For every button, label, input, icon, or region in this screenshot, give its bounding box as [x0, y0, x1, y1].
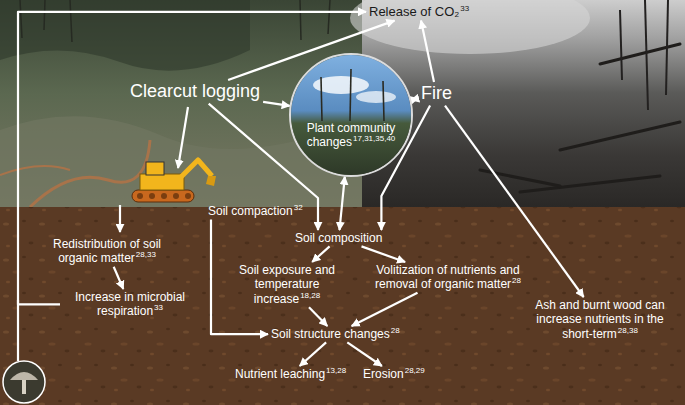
- soil-band: [0, 207, 685, 405]
- node-text: Nutrient leaching: [235, 367, 325, 381]
- citation-number: 13,28: [326, 366, 346, 375]
- burnt-forest-photo: [480, 44, 680, 192]
- excavator-icon: [132, 190, 194, 202]
- leader-arrow: [18, 107, 188, 361]
- leader-arrow: [178, 107, 188, 168]
- excavator-icon: [161, 193, 167, 199]
- node-text: Volitization of nutrients and removal of…: [375, 263, 520, 291]
- mushroom-photo: [3, 361, 45, 403]
- citation-number: 32: [294, 203, 303, 212]
- citation-number: 17,31,35,40: [353, 134, 395, 143]
- burnt-forest-photo: [620, 10, 622, 80]
- burnt-forest-photo: [480, 170, 560, 186]
- output-label: Release of CO₂33: [366, 3, 472, 21]
- clearcut-photo: [0, 166, 70, 175]
- burnt-forest-photo: [620, 0, 668, 110]
- excavator-icon: [137, 193, 143, 199]
- plant-photo: [356, 91, 396, 103]
- connector-arrow: [352, 293, 418, 326]
- node-text: Soil compaction: [208, 204, 293, 218]
- leader-arrow: [17, 300, 19, 361]
- citation-number: 33: [460, 4, 469, 13]
- citation-number: 28,29: [405, 366, 425, 375]
- citation-number: 28: [391, 326, 400, 335]
- excavator-icon: [149, 193, 155, 199]
- burnt-forest-photo: [666, 0, 668, 95]
- citation-number: 28,33: [136, 250, 156, 259]
- clearcut-photo: [20, 0, 330, 42]
- citation-number: 28: [512, 276, 521, 285]
- node-text: Release of CO₂: [369, 4, 459, 19]
- citation-number: 33: [154, 303, 163, 312]
- plant-photo: [321, 77, 322, 121]
- connector-arrow: [411, 98, 418, 100]
- mushroom-photo: [10, 372, 38, 380]
- effect-label: Increase in microbial respiration33: [60, 289, 200, 320]
- excavator-icon: [180, 160, 212, 178]
- connector-arrow: [340, 177, 345, 230]
- plant-photo: [350, 69, 351, 121]
- driver-label: Clearcut logging: [127, 80, 263, 104]
- node-text: Soil exposure and temperature increase: [239, 263, 335, 306]
- node-text: Soil composition: [295, 231, 382, 245]
- node-text: Clearcut logging: [130, 81, 260, 101]
- leader-arrow: [119, 205, 121, 232]
- connector-arrow: [300, 342, 326, 366]
- effect-label: Ash and burnt wood can increase nutrient…: [522, 297, 678, 342]
- burnt-forest-photo: [645, 0, 648, 110]
- excavator-icon: [140, 174, 184, 190]
- connector-arrow: [114, 267, 124, 289]
- connector-arrow: [347, 342, 382, 366]
- connector-arrow: [312, 246, 329, 262]
- plant-photo: [383, 81, 384, 121]
- connector-arrow: [421, 21, 434, 82]
- effect-label: Soil structure changes28: [268, 326, 403, 342]
- mushroom-photo: [22, 380, 26, 394]
- connector-arrow: [263, 102, 290, 106]
- connector-arrow: [362, 246, 406, 262]
- citation-number: 18,28: [300, 291, 320, 300]
- clearcut-photo: [300, 0, 301, 40]
- effect-label: Soil exposure and temperature increase18…: [218, 262, 356, 307]
- mushroom-photo: [3, 361, 45, 403]
- effect-label: Soil composition: [292, 230, 385, 246]
- effect-label: Redistribution of soil organic matter28,…: [32, 236, 182, 267]
- clearcut-photo: [0, 0, 250, 71]
- excavator-icon: [146, 162, 164, 175]
- connector-arrow: [309, 307, 327, 326]
- effect-label: Soil compaction32: [205, 203, 306, 219]
- burnt-forest-photo: [350, 0, 590, 54]
- effect-label: Volitization of nutrients and removal of…: [364, 262, 532, 293]
- excavator-icon: [173, 193, 179, 199]
- circle-caption: Plant community changes17,31,35,40: [291, 121, 411, 150]
- photo-circle: Plant community changes17,31,35,40: [289, 53, 413, 177]
- node-text: Increase in microbial respiration: [75, 290, 185, 318]
- burnt-forest-photo: [520, 176, 660, 192]
- node-text: Erosion: [363, 367, 404, 381]
- driver-label: Fire: [418, 82, 455, 106]
- plant-photo: [321, 69, 384, 121]
- burnt-forest-photo: [560, 122, 680, 150]
- clearcut-photo: [20, 0, 22, 38]
- citation-number: 28,38: [618, 326, 638, 335]
- node-text: Ash and burnt wood can increase nutrient…: [535, 298, 664, 341]
- clearcut-photo: [70, 0, 72, 42]
- node-text: Fire: [421, 83, 452, 103]
- clearcut-photo: [44, 0, 45, 30]
- excavator-icon: [206, 176, 216, 186]
- node-text: Soil structure changes: [271, 327, 390, 341]
- plant-photo: [291, 55, 413, 177]
- outcome-label: Nutrient leaching13,28: [232, 366, 349, 382]
- excavator-icon: [185, 193, 191, 199]
- outcome-label: Erosion28,29: [360, 366, 428, 382]
- clearcut-photo: [328, 0, 330, 34]
- excavator-icon: [132, 160, 216, 202]
- plant-photo: [291, 55, 413, 177]
